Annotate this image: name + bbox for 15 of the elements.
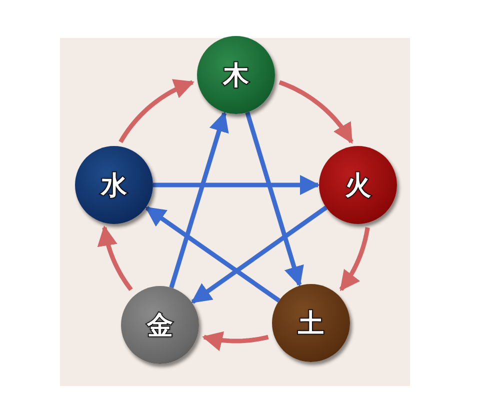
- arrow: [278, 80, 354, 144]
- element-label: 木: [223, 60, 249, 92]
- arrow: [153, 174, 320, 196]
- arrow: [202, 331, 269, 352]
- element-label: 金: [147, 310, 173, 342]
- arrow: [169, 111, 229, 288]
- arrow: [245, 112, 304, 287]
- arrow: [191, 206, 328, 304]
- element-label: 水: [101, 170, 127, 202]
- arrow: [145, 206, 280, 302]
- element-label: 火: [345, 170, 371, 202]
- element-label: 土: [298, 308, 324, 340]
- arrow: [339, 227, 370, 292]
- arrow: [118, 79, 194, 144]
- arrow: [97, 225, 133, 292]
